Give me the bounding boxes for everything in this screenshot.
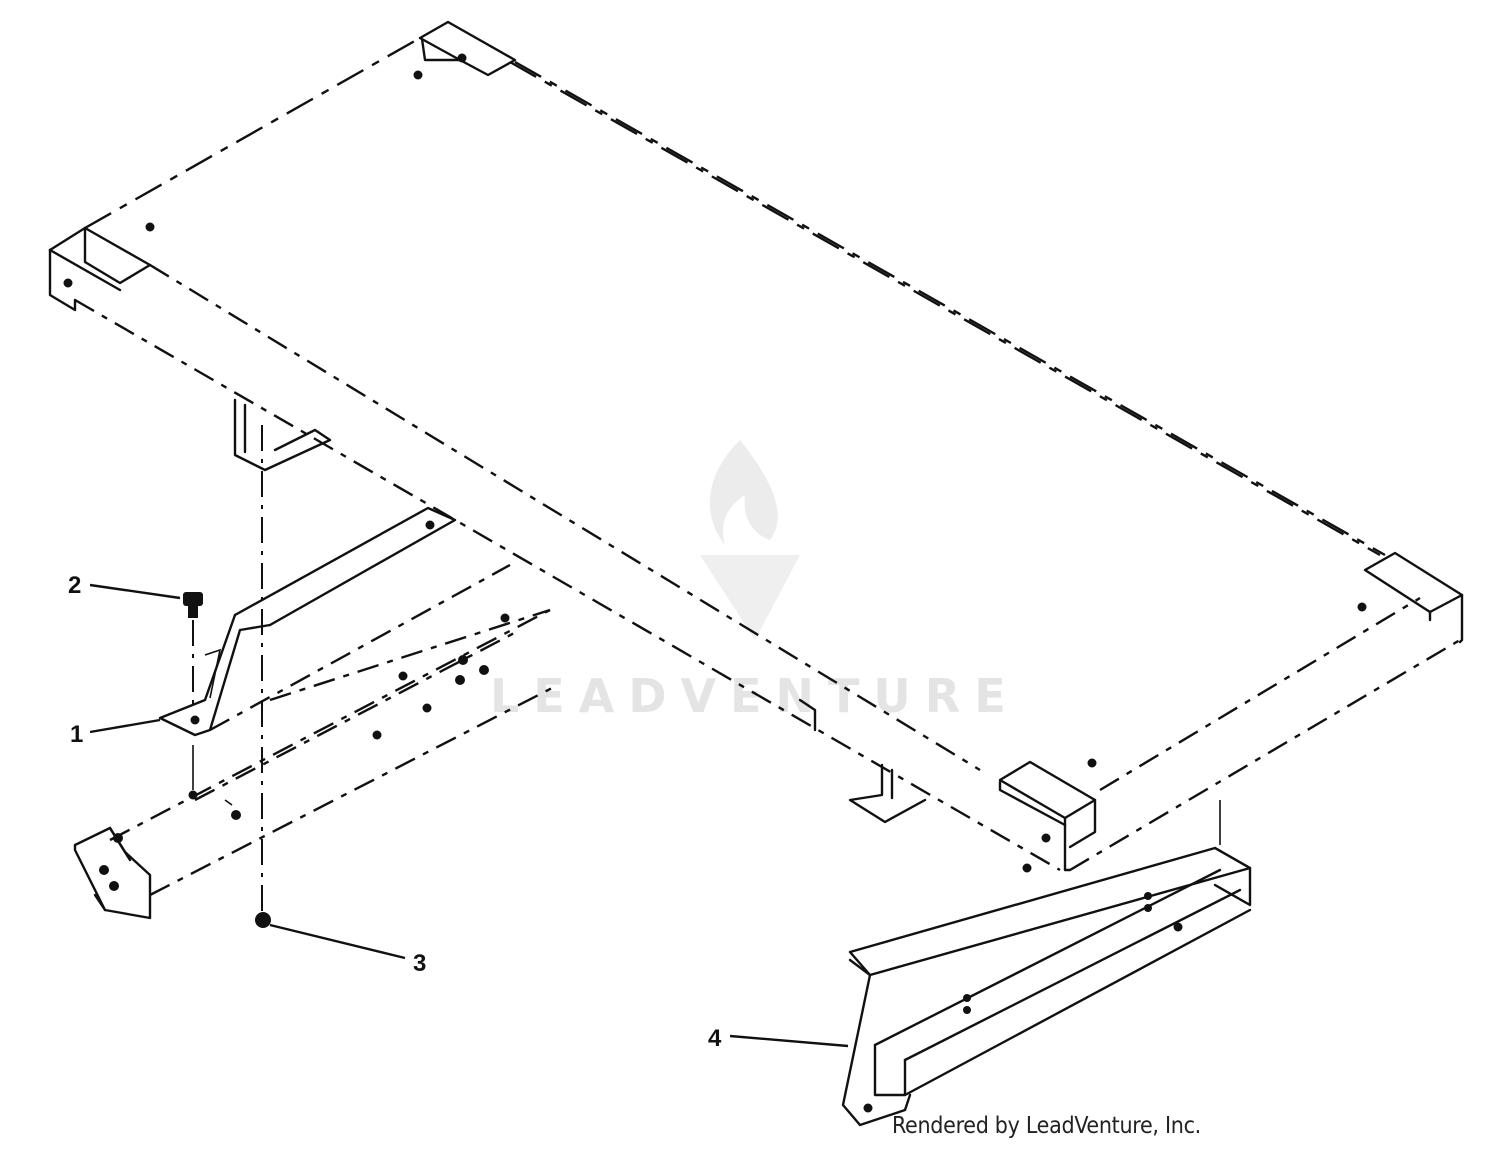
flame-logo-icon	[709, 440, 778, 545]
svg-text:1: 1	[70, 721, 83, 748]
right-rail	[841, 846, 1252, 1127]
svg-text:2: 2	[68, 572, 81, 599]
svg-text:4: 4	[708, 1025, 722, 1052]
frame-panel	[48, 20, 1464, 872]
bolt-3	[255, 912, 271, 928]
leadventure-watermark: LEADVENTURE	[490, 440, 1020, 723]
watermark-text: LEADVENTURE	[490, 669, 1020, 723]
callout-3: 3	[269, 923, 426, 977]
svg-text:3: 3	[413, 950, 426, 977]
bolt-2	[183, 592, 203, 800]
cropped-caption	[0, 1142, 1500, 1149]
callout-1: 1	[70, 718, 161, 748]
callout-2: 2	[68, 572, 181, 600]
callout-4: 4	[708, 1025, 849, 1052]
left-rail	[73, 506, 553, 920]
v-logo-icon	[700, 555, 800, 640]
credit-text: Rendered by LeadVenture, Inc.	[892, 1113, 1201, 1139]
